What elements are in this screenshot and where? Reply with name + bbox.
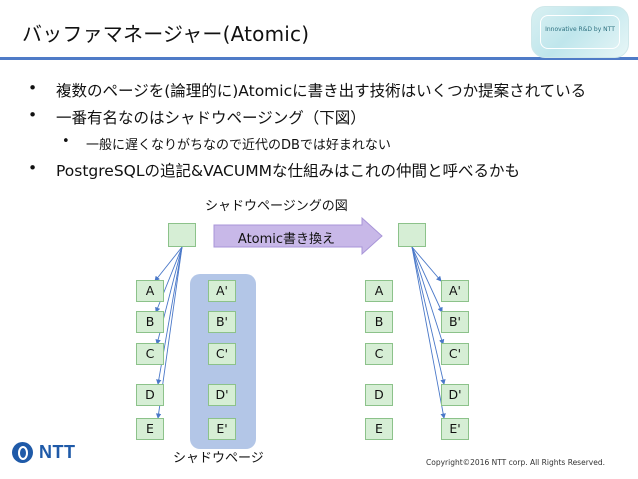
link-line: [411, 246, 446, 385]
title-divider: [0, 57, 638, 60]
new-page-node: A': [441, 280, 469, 302]
shadow-page-caption: シャドウページ: [173, 451, 264, 466]
link-line: [411, 246, 445, 345]
link-line: [411, 246, 446, 419]
page-node: D: [136, 384, 164, 406]
page-node: D: [365, 384, 393, 406]
page-node: C: [136, 343, 164, 365]
slide-title: バッファマネージャー(Atomic): [22, 22, 310, 46]
new-page-node: D': [441, 384, 469, 406]
badge-text: Innovative R&D by NTT: [545, 26, 615, 33]
ntt-logo: NTT: [12, 442, 82, 468]
link-line: [411, 246, 442, 282]
page-node: B: [136, 311, 164, 333]
shadow-page-node: A': [208, 280, 236, 302]
page-node: A: [365, 280, 393, 302]
new-page-node: C': [441, 343, 469, 365]
shadow-page-node: E': [208, 418, 236, 440]
page-node: B: [365, 311, 393, 333]
new-page-node: E': [441, 418, 469, 440]
atomic-rewrite-arrow: [213, 216, 383, 256]
diagram-caption: シャドウページングの図: [205, 199, 348, 214]
bullet-mark: •: [28, 106, 38, 124]
new-page-node: B': [441, 311, 469, 333]
shadow-page-node: D': [208, 384, 236, 406]
page-node: E: [136, 418, 164, 440]
bullet-mark: •: [28, 159, 38, 177]
bullet-text: 一般に遅くなりがちなので近代のDBでは好まれない: [86, 138, 391, 153]
bullet-text: 一番有名なのはシャドウページング（下図）: [56, 109, 366, 127]
copyright-notice: Copyright©2016 NTT corp. All Rights Rese…: [426, 458, 605, 467]
page-node: C: [365, 343, 393, 365]
page-node: E: [365, 418, 393, 440]
page-node: A: [136, 280, 164, 302]
arrow-label: Atomic書き換え: [237, 232, 336, 247]
left-root-page: [168, 223, 196, 247]
ntt-logo-icon: [12, 442, 33, 463]
badge-inner-frame: [540, 15, 620, 49]
right-root-page: [398, 223, 426, 247]
bullet-mark: •: [62, 134, 70, 149]
rnd-badge-logo: Innovative R&D by NTT: [531, 6, 629, 58]
link-line: [154, 246, 183, 282]
shadow-page-node: C': [208, 343, 236, 365]
shadow-page-node: B': [208, 311, 236, 333]
bullet-mark: •: [28, 79, 38, 97]
bullet-text: 複数のページを(論理的に)Atomicに書き出す技術はいくつか提案されている: [56, 82, 587, 100]
ntt-logo-text: NTT: [39, 442, 76, 462]
link-line: [411, 246, 443, 313]
bullet-text: PostgreSQLの追記&VACUMMな仕組みはこれの仲間と呼べるかも: [56, 162, 520, 180]
